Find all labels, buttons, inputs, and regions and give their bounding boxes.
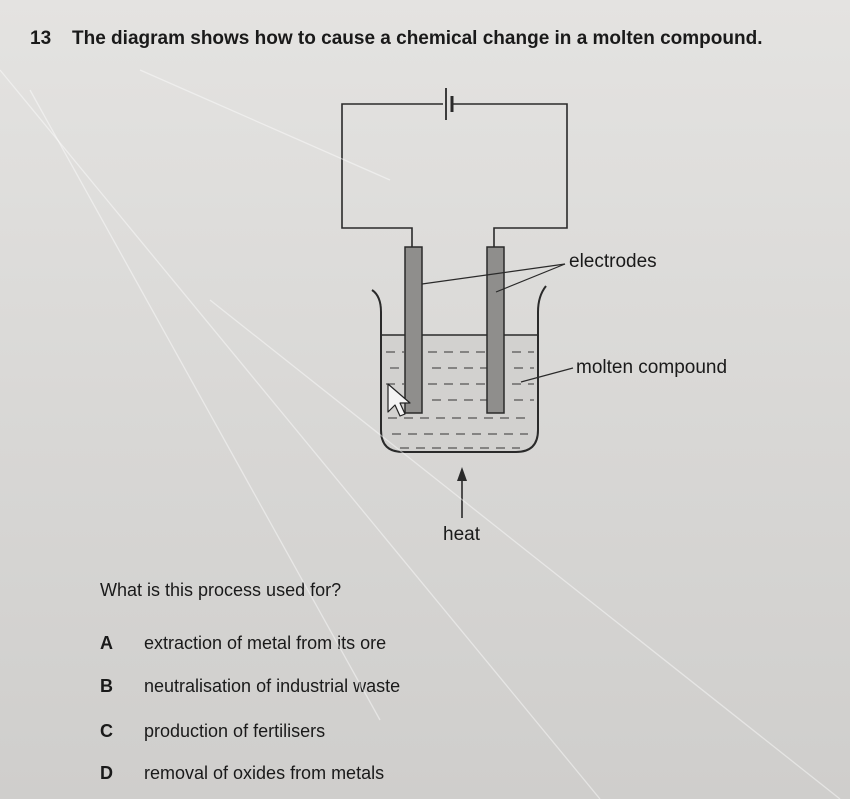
- option-text: removal of oxides from metals: [144, 763, 385, 783]
- electrodes-label: electrodes: [569, 251, 657, 272]
- mouse-cursor-icon: [387, 383, 411, 417]
- question-prompt: What is this process used for?: [100, 580, 342, 600]
- option-letter: B: [100, 676, 113, 696]
- option-letter: C: [100, 721, 113, 741]
- molten-leader: [520, 367, 574, 383]
- electrolysis-diagram: electrodes molten compound heat: [341, 88, 727, 545]
- question-text: The diagram shows how to cause a chemica…: [72, 28, 763, 49]
- heat-arrow-head: [457, 467, 467, 481]
- beaker: [371, 285, 547, 453]
- heat-label: heat: [443, 524, 481, 545]
- option-letter: A: [100, 633, 113, 653]
- question-header: 13 The diagram shows how to cause a chemi…: [30, 28, 762, 50]
- liquid-dashes: [386, 351, 534, 449]
- molten-compound-label: molten compound: [576, 357, 727, 378]
- electrodes-leader-right: [495, 263, 566, 293]
- electrodes-leader-left: [421, 263, 566, 285]
- electrode-left: [404, 246, 423, 414]
- circuit-wire-right: [453, 103, 568, 247]
- option-text: production of fertilisers: [144, 721, 326, 741]
- question-number: 13: [30, 28, 52, 49]
- electrode-right: [486, 246, 505, 414]
- option-text: neutralisation of industrial waste: [144, 676, 401, 696]
- option-letter: D: [100, 763, 113, 783]
- option-text: extraction of metal from its ore: [144, 633, 387, 653]
- circuit-wire: [341, 103, 443, 247]
